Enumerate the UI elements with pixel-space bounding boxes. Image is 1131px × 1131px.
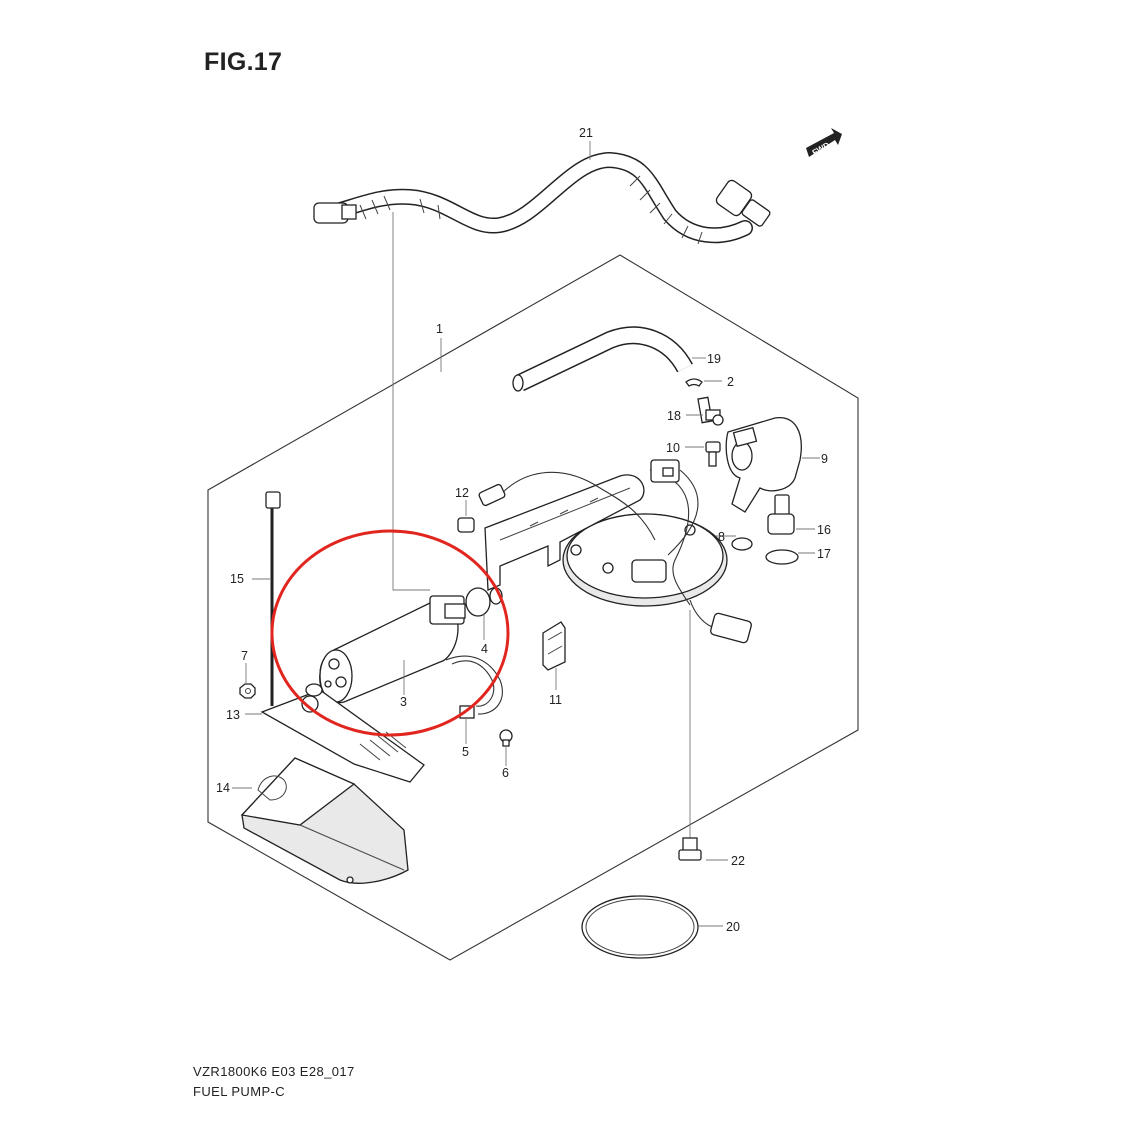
highlight-circle (270, 529, 510, 737)
coupler-lower (689, 599, 752, 644)
fitting-18 (697, 396, 724, 426)
clip-17 (765, 549, 799, 565)
callout-12: 12 (455, 486, 469, 500)
clamp-2 (685, 378, 703, 387)
callout-10: 10 (666, 441, 680, 455)
callout-19: 19 (707, 352, 721, 366)
diagram-name: FUEL PUMP-C (193, 1084, 286, 1099)
pump-wiring (495, 471, 656, 541)
callout-21: 21 (579, 126, 593, 140)
figure-title: FIG.17 (204, 48, 283, 76)
pump-mount-plate (484, 474, 728, 607)
bracket-9 (725, 417, 802, 513)
bolt-10 (705, 441, 721, 467)
callout-11: 11 (549, 693, 562, 707)
callout-13: 13 (226, 708, 240, 722)
leader-harness-to-pump (392, 212, 430, 591)
callout-16: 16 (817, 523, 831, 537)
case-14 (240, 757, 409, 884)
callout-14: 14 (216, 781, 230, 795)
o-ring-8 (731, 537, 753, 551)
callout-22: 22 (731, 854, 745, 868)
gasket-20 (581, 895, 699, 959)
forward-arrow-icon: FWD (806, 128, 842, 157)
callout-5: 5 (462, 745, 469, 759)
clip-11 (542, 621, 566, 671)
wire-harness-21 (313, 151, 771, 245)
callout-18: 18 (667, 409, 681, 423)
assembly-outline (207, 254, 859, 961)
connector-12 (457, 483, 506, 533)
callout-7: 7 (241, 649, 248, 663)
callout-8: 8 (718, 530, 725, 544)
callout-1: 1 (436, 322, 443, 336)
bolt-22 (678, 837, 702, 861)
callout-15: 15 (230, 572, 244, 586)
hose-19 (512, 326, 693, 392)
diagram-code: VZR1800K6 E03 E28_017 (193, 1064, 355, 1079)
callout-3: 3 (400, 695, 407, 709)
connector-16 (767, 494, 795, 535)
callout-17: 17 (817, 547, 831, 561)
tie-15 (265, 491, 281, 706)
callout-9: 9 (821, 452, 828, 466)
nut-7 (239, 683, 256, 699)
screw-6 (499, 729, 513, 747)
callout-2: 2 (727, 375, 734, 389)
band-5 (445, 655, 503, 719)
callout-20: 20 (726, 920, 740, 934)
callout-6: 6 (502, 766, 509, 780)
callout-4: 4 (481, 642, 488, 656)
filter-13 (260, 683, 425, 783)
fuel-pump-3 (319, 595, 466, 704)
